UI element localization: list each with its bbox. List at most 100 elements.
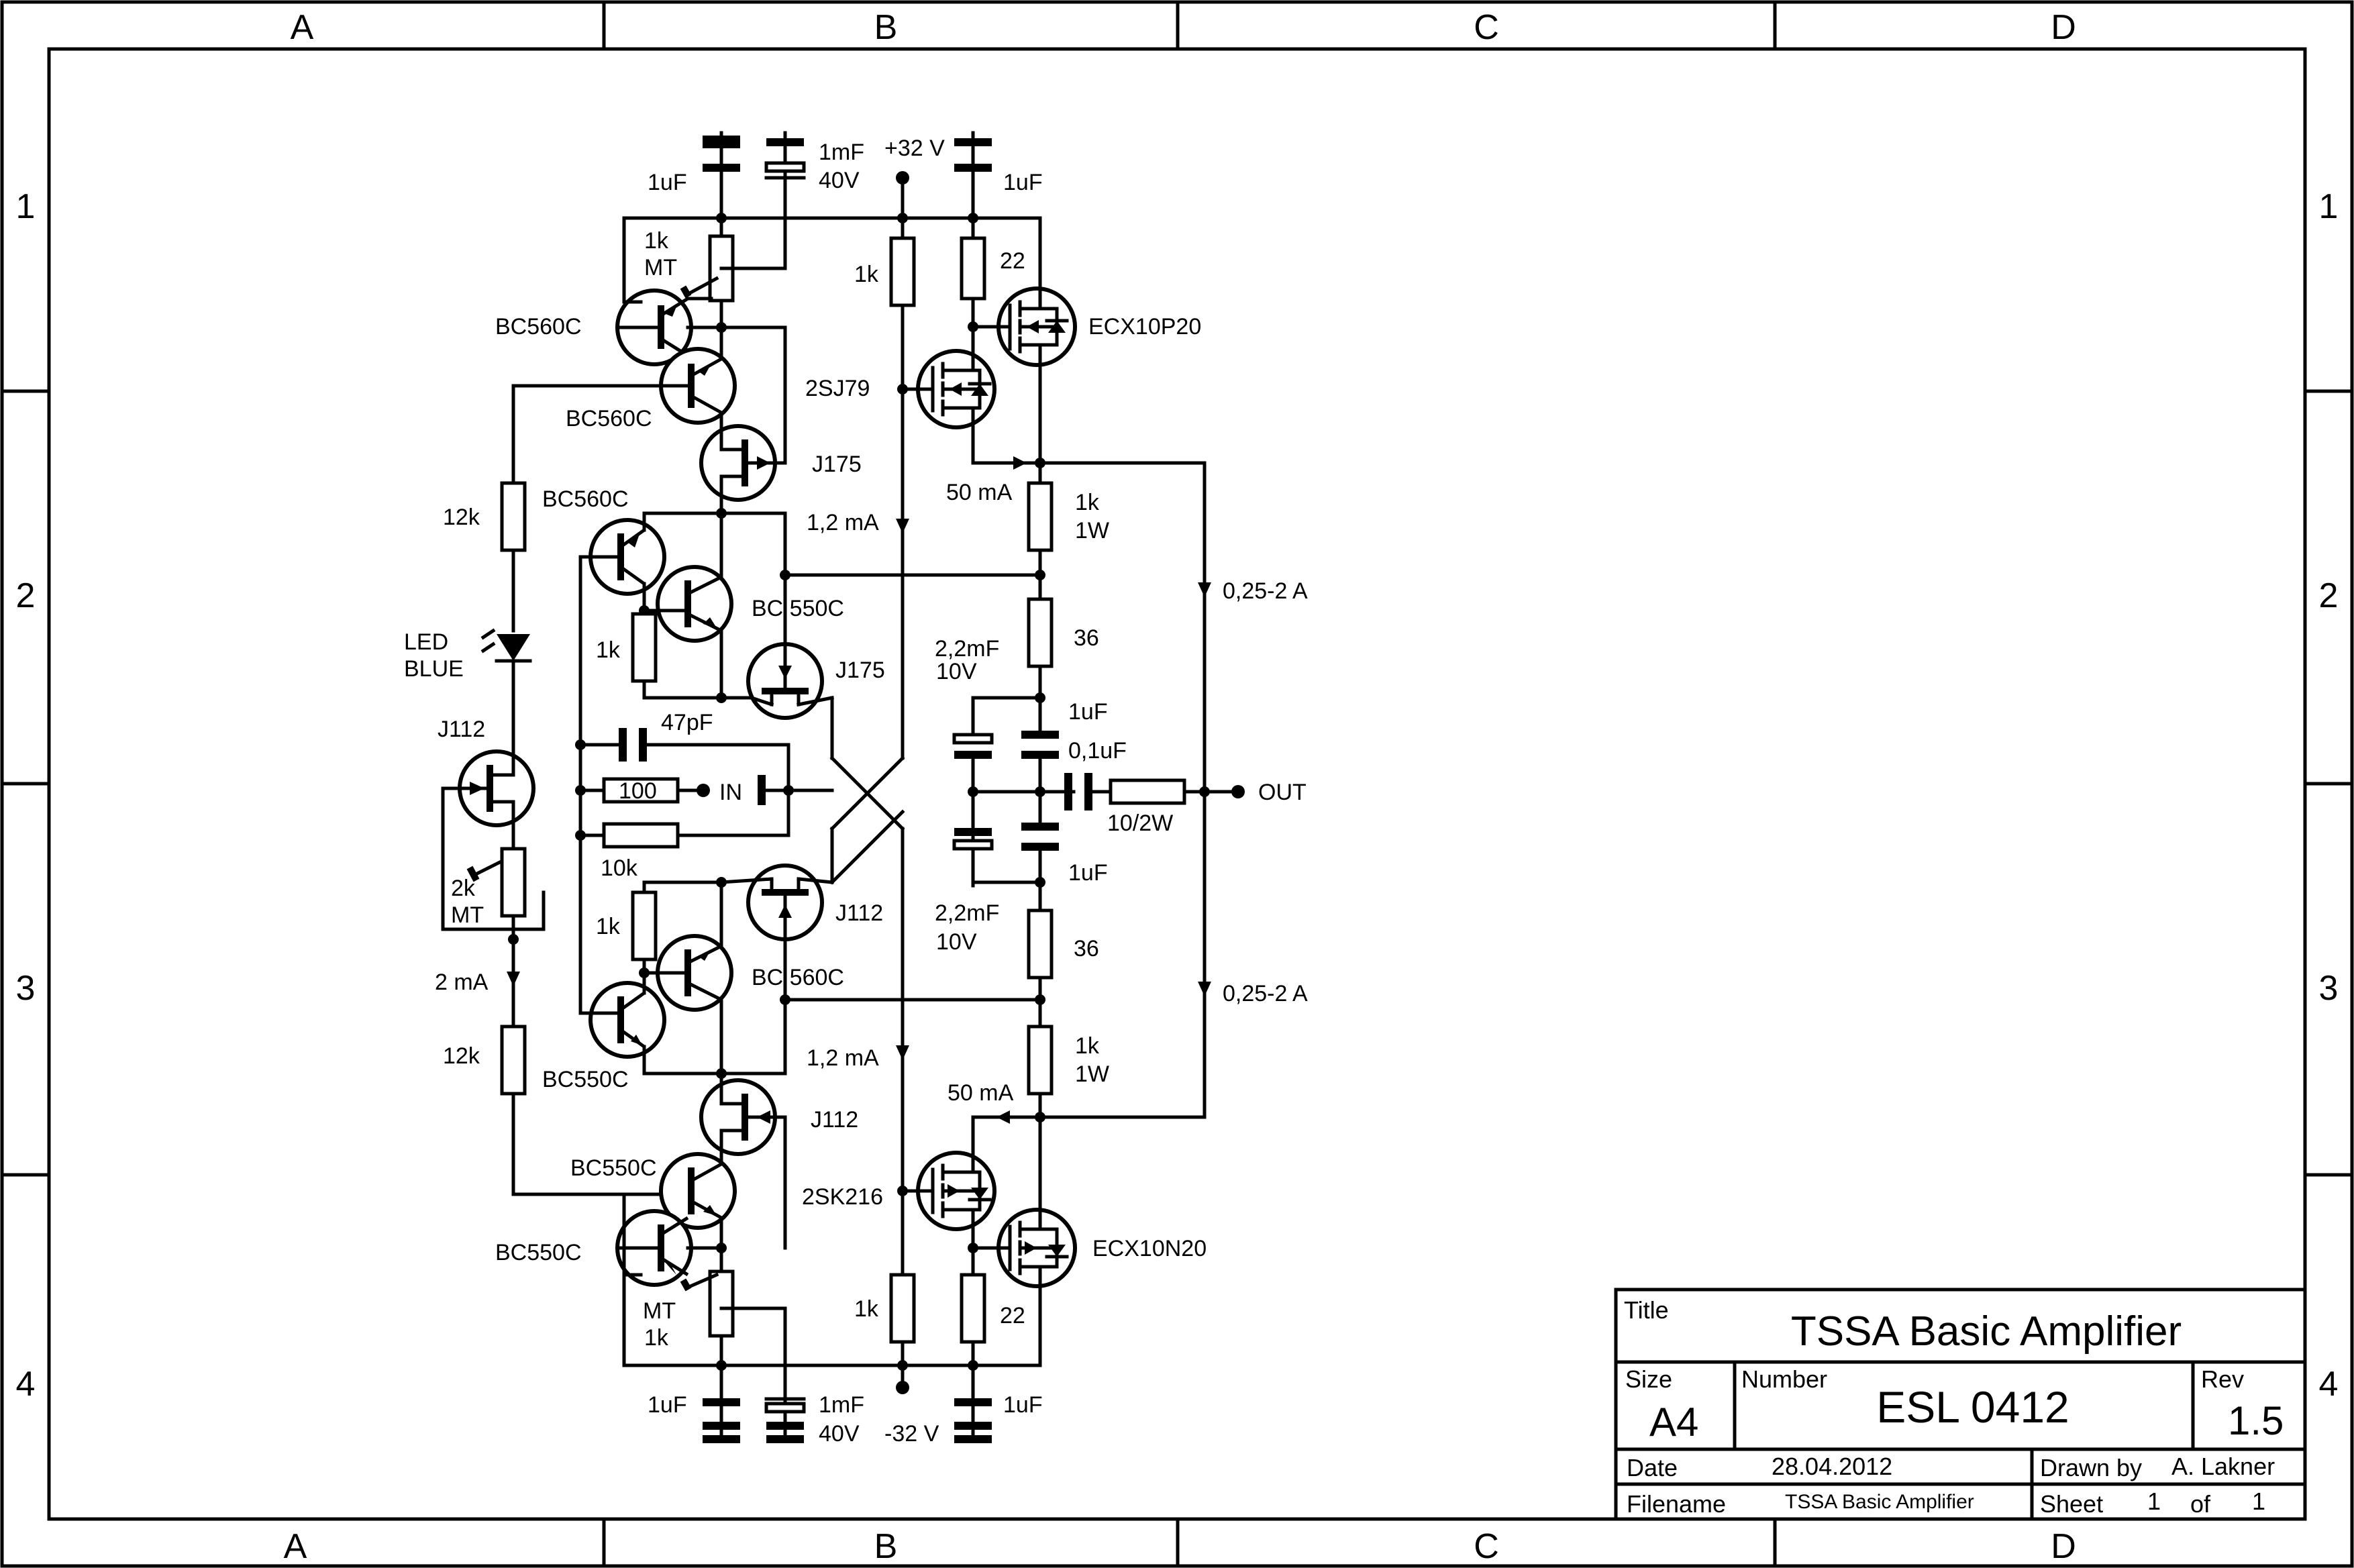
grid-col-d-bottom: D (2051, 1527, 2076, 1566)
grid-col-a-top: A (291, 8, 314, 47)
jfet-j175-top (699, 325, 787, 515)
label-out: OUT (1258, 780, 1307, 805)
label-cur-bot-12ma: 1,2 mA (807, 1045, 879, 1071)
label-c-bot-1uf-a: 1uF (648, 1392, 687, 1418)
transistor-bc550c-bottom (578, 971, 787, 1079)
label-q-mid-bc560c: BC560C (542, 486, 629, 512)
label-r-36-bot: 36 (1074, 936, 1099, 961)
label-q-mid-bc550c: BC 550C (752, 596, 844, 621)
label-pot-bot-mt: MT (643, 1298, 676, 1324)
rev-value: 1.5 (2228, 1398, 2284, 1443)
capacitor-top-1uf-b (954, 131, 992, 178)
resistor-mid-1k-top (631, 612, 658, 700)
sheet-label: Sheet (2040, 1490, 2103, 1518)
label-q-bot-ecx: ECX10N20 (1092, 1236, 1207, 1261)
grid-labels: A B C D A B C D 1 2 3 4 1 2 3 4 (16, 8, 2339, 1566)
jfet-j175-mid (746, 642, 834, 720)
mosfet-2sj79 (901, 325, 1042, 470)
label-supply-neg: -32 V (884, 1421, 939, 1447)
label-r-10k: 10k (601, 855, 638, 881)
mosfet-ecx10p20 (971, 286, 1077, 465)
grid-col-a-bottom: A (284, 1527, 307, 1566)
transistor-bc560c-top-a (615, 289, 723, 391)
label-r-mid-1k-bot: 1k (596, 914, 621, 939)
label-cur-top-50ma: 50 mA (946, 480, 1013, 505)
potentiometer-bottom-1k (680, 1246, 787, 1367)
label-c-top-1uf-b: 1uF (1003, 170, 1043, 195)
label-led-a: LED (404, 629, 448, 655)
label-r-bot-1k: 1k (854, 1296, 879, 1322)
label-c-top-1mf: 1mF (819, 140, 864, 165)
resistor-bottom-1k (889, 1273, 916, 1367)
label-cur-top-025: 0,25-2 A (1223, 578, 1308, 604)
label-q-bot-j112: J112 (811, 1107, 858, 1133)
label-supply-pos: +32 V (884, 136, 945, 161)
label-q-bot-2sk: 2SK216 (802, 1184, 883, 1210)
label-c-47pf: 47pF (661, 710, 713, 735)
grid-row-1-right: 1 (2319, 187, 2339, 226)
label-r-mid-1k-top: 1k (596, 637, 621, 663)
date-value: 28.04.2012 (1772, 1453, 1892, 1480)
title-value: TSSA Basic Amplifier (1791, 1308, 2182, 1355)
transistor-bc550c-bottom-c (615, 1192, 727, 1367)
date-label: Date (1627, 1454, 1678, 1481)
label-r-100: 100 (619, 778, 657, 804)
label-cur-top-12ma: 1,2 mA (807, 510, 879, 535)
grid-row-3-right: 3 (2319, 969, 2339, 1008)
size-label: Size (1625, 1365, 1672, 1393)
label-r-top-1k1w-a: 1k (1075, 490, 1100, 515)
jfet-j112-left (441, 749, 535, 827)
title-label: Title (1624, 1296, 1669, 1324)
drawn-by-value: A. Lakner (2171, 1453, 2275, 1480)
label-r-top-1k1w-b: 1W (1075, 518, 1109, 543)
label-q-mid-j175: J175 (835, 658, 885, 683)
label-cur-2ma: 2 mA (435, 970, 489, 995)
label-q-top-j175: J175 (812, 452, 862, 477)
grid-col-b-top: B (874, 8, 898, 47)
label-r-10-2w: 10/2W (1107, 811, 1173, 836)
number-label: Number (1741, 1365, 1827, 1393)
potentiometer-top-1k (680, 216, 787, 333)
bottom-output-stage-wiring (971, 1110, 1207, 1124)
label-c-01uf: 0,1uF (1068, 738, 1127, 764)
mosfet-2sk216 (897, 1115, 996, 1250)
grid-row-4-right: 4 (2319, 1365, 2339, 1404)
label-in: IN (719, 780, 742, 805)
filename-value: TSSA Basic Amplifier (1785, 1491, 1974, 1513)
label-q-mid-j112: J112 (835, 900, 883, 926)
grid-col-c-bottom: C (1474, 1527, 1499, 1566)
label-c-bot-1uf-b: 1uF (1003, 1392, 1043, 1418)
label-r-bot-1k1w-b: 1W (1075, 1061, 1109, 1087)
label-r-12k-top: 12k (443, 505, 480, 530)
label-pot-top-mt: MT (644, 255, 677, 280)
label-r-bot-1k1w-a: 1k (1075, 1033, 1100, 1059)
label-cur-bot-50ma: 50 mA (948, 1080, 1014, 1106)
grid-row-2-left: 2 (16, 576, 36, 615)
input-network (575, 728, 834, 849)
label-q-mid-bc560c-b: BC 560C (752, 965, 844, 990)
resistor-top-22 (960, 216, 986, 332)
label-c-top-40v: 40V (819, 168, 860, 193)
label-r-36-top: 36 (1074, 625, 1099, 651)
label-c-1uf-mid-bot: 1uF (1068, 860, 1108, 886)
grid-col-b-bottom: B (874, 1527, 898, 1566)
label-c-bot-40v: 40V (819, 1421, 860, 1447)
label-c-22mf-top-b: 10V (936, 659, 977, 684)
transistor-bc550c-bottom-b (659, 1152, 737, 1250)
sheet-total-value: 1 (2252, 1487, 2265, 1515)
size-value: A4 (1649, 1400, 1698, 1445)
top-output-stage-wiring (1027, 458, 1211, 1119)
label-c-bot-1mf: 1mF (819, 1392, 864, 1418)
label-cur-bot-025: 0,25-2 A (1223, 981, 1308, 1006)
of-label: of (2190, 1490, 2211, 1518)
middle-bus-wiring (642, 303, 1042, 1280)
grid-col-c-top: C (1474, 8, 1499, 47)
label-c-22mf-bot-b: 10V (936, 929, 977, 955)
label-q-bot-bc550c-b: BC550C (570, 1155, 657, 1181)
label-c-22mf-top-a: 2,2mF (935, 636, 999, 662)
rev-label: Rev (2201, 1365, 2244, 1393)
label-q-j112-left: J112 (438, 717, 485, 742)
transistor-bc550c-mid (639, 565, 733, 700)
